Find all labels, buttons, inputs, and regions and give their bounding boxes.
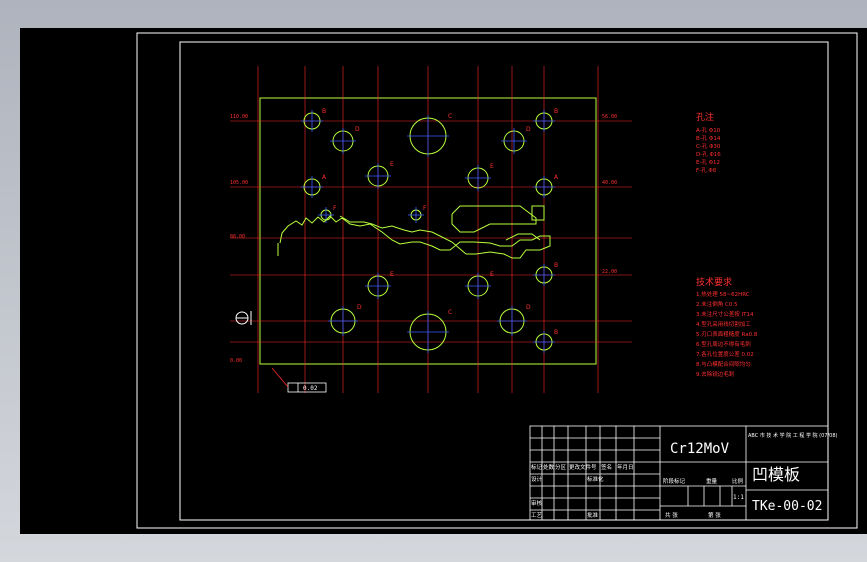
hole-letter: A	[554, 174, 559, 181]
hole-letter: E	[490, 163, 494, 170]
row-label-date: 年月日	[617, 463, 634, 471]
hole-letter: E	[390, 161, 394, 168]
hole-note-line: E-孔 Φ12	[696, 158, 720, 166]
hole-note-line: D-孔 Φ16	[696, 150, 721, 158]
tolerance-frame	[271, 367, 327, 393]
hole-letter: D	[526, 126, 531, 133]
sheet-inner-frame	[179, 41, 829, 521]
cad-drawing: B D C D B A E E A F F E E B D C D B	[136, 32, 858, 529]
tech-requirement-line: 2.未注倒角 C0.5	[696, 300, 738, 308]
hole-notes-heading: 孔注	[696, 111, 714, 123]
hole-note-line: A-孔 Φ10	[696, 126, 721, 134]
stage-label: 阶段标记	[663, 477, 686, 485]
datum-symbol	[235, 311, 252, 325]
cad-viewport[interactable]: B D C D B A E E A F F E E B D C D B	[20, 28, 867, 534]
tech-requirement-line: 3.未注尺寸公差按 IT14	[696, 310, 754, 318]
drawing-number-text: TKe-00-02	[752, 499, 822, 514]
hole-note-line: C-孔 Φ30	[696, 142, 721, 150]
dimension-label: 40.00	[602, 180, 617, 186]
hole-letter: D	[355, 126, 360, 133]
scale-label: 比例	[732, 477, 744, 485]
hole-letter: B	[322, 108, 326, 115]
row-label-change: 更改文件号	[569, 463, 597, 471]
row-label-count: 处数	[543, 463, 555, 471]
dimension-label: 110.00	[230, 114, 248, 120]
tech-requirement-line: 6.型孔周边不得有毛刺	[696, 340, 751, 348]
dimension-label: 0.00	[230, 358, 242, 364]
center-lines	[230, 66, 632, 393]
sheet-number-label: 第 张	[708, 511, 721, 519]
tech-requirement-line: 9.去除锐边毛刺	[696, 370, 735, 378]
hole-letter: B	[554, 108, 558, 115]
tech-requirements-heading: 技术要求	[696, 276, 732, 288]
holes-group: B D C D B A E E A F F E E B D C D B	[301, 108, 559, 353]
hole-letter: C	[448, 113, 452, 120]
tolerance-value: 0.02	[303, 385, 318, 392]
scale-text: 1:1	[733, 494, 744, 501]
mid-label-standard: 标准化	[587, 475, 604, 483]
tech-requirement-line: 7.各孔位置度公差 0.02	[696, 350, 754, 358]
hole-letter: F	[423, 205, 427, 212]
left-label-review: 审核	[531, 499, 543, 507]
hole-letter: E	[390, 271, 394, 278]
tech-requirement-line: 8.与凸模配合间隙均匀	[696, 360, 751, 368]
sheet-outer-frame	[136, 32, 858, 529]
hole-letter: B	[554, 329, 558, 336]
tech-requirement-line: 5.刃口表面粗糙度 Ra0.8	[696, 330, 758, 338]
cavity-profile	[277, 205, 551, 259]
tech-requirement-line: 4.型孔采用线切割加工	[696, 320, 751, 328]
material-text: Cr12MoV	[670, 441, 730, 457]
school-text: ABC 市 技 术 学 院 工 程 学 院 (07/08)	[748, 432, 838, 439]
row-label-zone: 分区	[555, 463, 567, 471]
left-label-process: 工艺	[531, 512, 543, 519]
hole-letter: D	[357, 304, 362, 311]
hole-note-line: B-孔 Φ14	[696, 134, 721, 142]
hole-letter: E	[490, 271, 494, 278]
sheet-total-label: 共 张	[665, 511, 678, 519]
row-label-sign: 签名	[601, 463, 612, 471]
hole-letter: B	[554, 262, 558, 269]
row-label-mark: 标记	[531, 463, 543, 471]
left-label-design: 设计	[531, 475, 543, 483]
tech-requirement-line: 1.热处理 58~62HRC	[696, 290, 750, 298]
hole-letter: F	[333, 205, 337, 212]
weight-label: 重量	[706, 477, 718, 485]
hole-letter: A	[322, 174, 327, 181]
dimension-label: 22.00	[602, 269, 617, 275]
hole-letter: D	[526, 304, 531, 311]
title-block	[529, 425, 829, 521]
dimension-label: 56.00	[602, 114, 617, 120]
dimension-label: 86.00	[230, 234, 245, 240]
dimension-label: 105.00	[230, 180, 248, 186]
tech-requirements-list: 1.热处理 58~62HRC 2.未注倒角 C0.5 3.未注尺寸公差按 IT14 4…	[696, 290, 758, 378]
mid-label-approve: 批准	[587, 511, 599, 519]
part-name-text: 凹模板	[752, 465, 800, 484]
hole-note-line: F-孔 Φ8	[696, 166, 717, 174]
hole-letter: C	[448, 309, 452, 316]
dimension-labels: 110.00 105.00 86.00 56.00 40.00 22.00 0.00	[230, 114, 617, 364]
